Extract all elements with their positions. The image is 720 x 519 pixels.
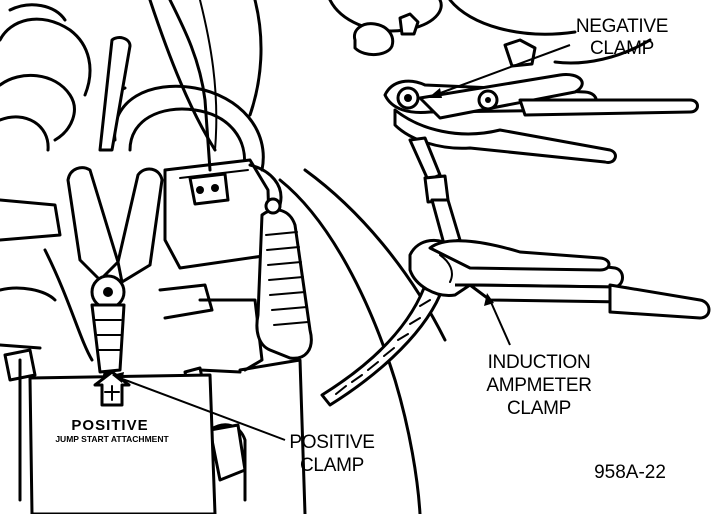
negative-clamp-illustration [383, 73, 699, 204]
braided-cable [320, 198, 462, 407]
positive-clamp-label-line2: CLAMP [300, 455, 364, 476]
unit-brand-label: POSITIVE [71, 417, 148, 434]
positive-clamp-illustration [43, 36, 214, 380]
induction-clamp-label-line3: CLAMP [507, 398, 571, 419]
figure-id: 958A-22 [594, 462, 666, 483]
induction-clamp-label-line1: INDUCTION [488, 352, 591, 373]
engine-background [0, 0, 652, 516]
negative-clamp-label-line2: CLAMP [590, 38, 654, 59]
induction-clamp-label-line2: AMPMETER [486, 375, 591, 396]
unit-subtitle-label: JUMP START ATTACHMENT [55, 434, 169, 444]
induction-clamp-illustration [408, 238, 711, 320]
leader-lines [112, 44, 571, 441]
jump-start-unit: POSITIVE JUMP START ATTACHMENT [28, 370, 217, 516]
positive-clamp-label-line1: POSITIVE [289, 432, 374, 453]
negative-clamp-label-line1: NEGATIVE [576, 16, 668, 37]
corrugated-hose [255, 197, 313, 360]
labels: NEGATIVE CLAMP INDUCTION AMPMETER CLAMP … [289, 16, 668, 483]
